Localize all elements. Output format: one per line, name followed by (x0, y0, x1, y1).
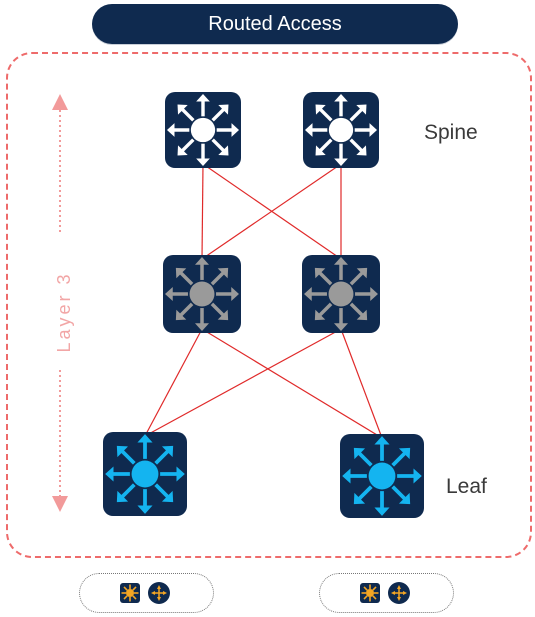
spine-label: Spine (424, 121, 478, 144)
legend-pill-left (79, 573, 214, 613)
mid-2-switch-icon (302, 255, 380, 333)
spine-2-switch-icon (303, 92, 379, 168)
link-mid-1-leaf-2 (201, 328, 383, 439)
link-spine-2-mid-1 (201, 163, 342, 260)
link-spine-1-mid-1 (201, 163, 204, 260)
leaf-2-switch-icon (340, 434, 424, 518)
nodes (103, 92, 424, 518)
title-pill: Routed Access (92, 4, 458, 44)
switch-orange-icon (360, 583, 380, 603)
mid-1-switch-icon (163, 255, 241, 333)
layer3-boundary (6, 52, 532, 558)
diagram-title: Routed Access (208, 12, 342, 35)
link-mid-2-leaf-2 (340, 328, 383, 439)
router-orange-icon (148, 582, 170, 604)
links (144, 163, 383, 439)
leaf-1-switch-icon (103, 432, 187, 516)
legend-pill-right (319, 573, 454, 613)
arrow-down-icon (52, 496, 68, 512)
router-orange-icon (388, 582, 410, 604)
spine-1-switch-icon (165, 92, 241, 168)
switch-orange-icon (120, 583, 140, 603)
layer-label: Layer 3 (54, 271, 74, 353)
arrow-up-icon (52, 94, 68, 110)
link-mid-1-leaf-1 (144, 328, 203, 437)
link-mid-2-leaf-1 (144, 328, 342, 437)
leaf-label: Leaf (446, 475, 487, 498)
